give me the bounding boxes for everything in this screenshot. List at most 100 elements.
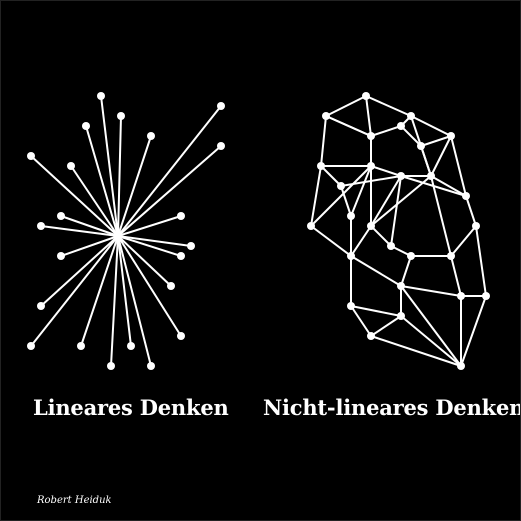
spoke-line bbox=[85, 125, 119, 237]
mesh-edge bbox=[365, 95, 412, 117]
mesh-edge bbox=[370, 165, 402, 177]
node bbox=[37, 222, 45, 230]
spoke-line bbox=[60, 235, 119, 257]
mesh-edge bbox=[320, 165, 342, 187]
spoke-line bbox=[117, 135, 152, 237]
node bbox=[167, 282, 175, 290]
mesh-edge bbox=[350, 225, 372, 257]
nonlinear-mesh-graph bbox=[307, 92, 490, 370]
spoke-line bbox=[70, 165, 119, 237]
linear-star-graph bbox=[27, 92, 225, 370]
mesh-edge bbox=[430, 175, 467, 197]
mesh-edge bbox=[370, 125, 402, 137]
node bbox=[107, 362, 115, 370]
node bbox=[27, 342, 35, 350]
mesh-edge bbox=[430, 175, 452, 257]
node bbox=[82, 122, 90, 130]
spoke-line bbox=[117, 105, 222, 237]
mesh-edge bbox=[370, 315, 402, 337]
node bbox=[67, 162, 75, 170]
node bbox=[462, 192, 470, 200]
node bbox=[337, 182, 345, 190]
node bbox=[57, 212, 65, 220]
mesh-edge bbox=[450, 225, 477, 257]
node bbox=[482, 292, 490, 300]
node bbox=[457, 292, 465, 300]
node bbox=[307, 222, 315, 230]
spoke-line bbox=[117, 235, 192, 247]
mesh-edge bbox=[370, 335, 462, 367]
spoke-line bbox=[117, 145, 222, 237]
mesh-edge bbox=[460, 295, 487, 367]
spoke-line bbox=[117, 215, 182, 237]
mesh-edge bbox=[350, 305, 372, 337]
mesh-edge bbox=[370, 175, 432, 227]
spoke-line bbox=[30, 235, 119, 347]
mesh-edge bbox=[310, 165, 322, 227]
node bbox=[147, 362, 155, 370]
node bbox=[177, 252, 185, 260]
node bbox=[27, 152, 35, 160]
spoke-line bbox=[30, 155, 119, 237]
mesh-edge bbox=[350, 255, 402, 287]
spoke-line bbox=[40, 235, 119, 307]
mesh-edge bbox=[400, 255, 412, 287]
node bbox=[347, 252, 355, 260]
spoke-line bbox=[110, 235, 119, 367]
spoke-line bbox=[60, 215, 119, 237]
spoke-line bbox=[117, 235, 152, 367]
linear-thinking-label: Lineares Denken bbox=[33, 395, 229, 420]
node bbox=[367, 222, 375, 230]
mesh-edge bbox=[350, 165, 372, 217]
node bbox=[397, 122, 405, 130]
spoke-line bbox=[117, 235, 172, 287]
nonlinear-thinking-label: Nicht-lineares Denken bbox=[263, 395, 521, 420]
mesh-edge bbox=[390, 175, 402, 247]
node bbox=[407, 252, 415, 260]
mesh-edge bbox=[400, 285, 462, 297]
mesh-edge bbox=[430, 135, 452, 177]
node bbox=[217, 142, 225, 150]
node bbox=[57, 252, 65, 260]
node bbox=[147, 132, 155, 140]
mesh-edge bbox=[400, 125, 422, 147]
node bbox=[347, 302, 355, 310]
node bbox=[367, 162, 375, 170]
node bbox=[387, 242, 395, 250]
mesh-edge bbox=[320, 115, 327, 167]
mesh-edge bbox=[325, 115, 372, 137]
node bbox=[37, 302, 45, 310]
node bbox=[397, 312, 405, 320]
node bbox=[177, 332, 185, 340]
mesh-edge bbox=[475, 225, 487, 297]
node bbox=[362, 92, 370, 100]
node bbox=[77, 342, 85, 350]
node bbox=[397, 282, 405, 290]
mesh-edge bbox=[325, 95, 367, 117]
spoke-line bbox=[117, 115, 122, 237]
node bbox=[367, 132, 375, 140]
node bbox=[427, 172, 435, 180]
node bbox=[407, 112, 415, 120]
mesh-edge bbox=[420, 135, 452, 147]
node bbox=[447, 252, 455, 260]
node bbox=[117, 112, 125, 120]
node bbox=[177, 212, 185, 220]
node bbox=[347, 212, 355, 220]
mesh-edge bbox=[465, 195, 477, 227]
node bbox=[322, 112, 330, 120]
mesh-edge bbox=[310, 225, 352, 257]
mesh-edge bbox=[450, 255, 462, 297]
node bbox=[317, 162, 325, 170]
mesh-edge bbox=[400, 315, 462, 367]
spoke-line bbox=[117, 235, 182, 257]
node bbox=[187, 242, 195, 250]
mesh-edge bbox=[370, 225, 392, 247]
node bbox=[447, 132, 455, 140]
node bbox=[472, 222, 480, 230]
mesh-edge bbox=[410, 115, 452, 137]
node bbox=[367, 332, 375, 340]
mesh-edge bbox=[365, 95, 372, 137]
